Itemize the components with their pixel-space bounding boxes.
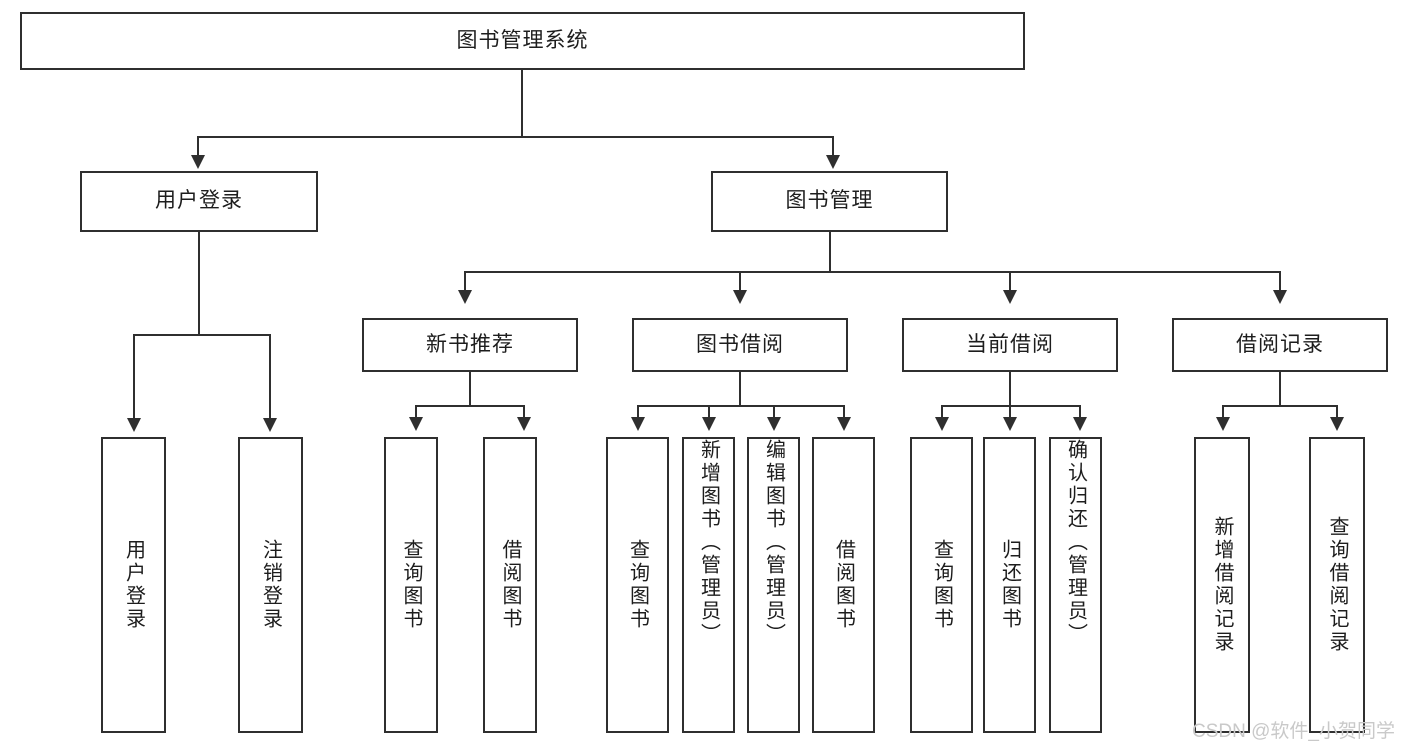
leaf-label: 归还图书 bbox=[998, 539, 1021, 631]
node-borrow-record[interactable]: 借阅记录 bbox=[1172, 318, 1388, 372]
arrow-to-cb-leaf-1 bbox=[935, 417, 949, 431]
node-new-book-recommend[interactable]: 新书推荐 bbox=[362, 318, 578, 372]
connector-nbr-drop-1 bbox=[415, 405, 417, 418]
connector-cb-drop-1 bbox=[941, 405, 943, 418]
connector-user-login-stem bbox=[198, 232, 200, 335]
connector-level3-bus bbox=[464, 271, 1281, 273]
arrow-to-borrow-record bbox=[1273, 290, 1287, 304]
connector-root-stem bbox=[521, 70, 523, 137]
connector-bb-bus bbox=[637, 405, 844, 407]
connector-bb-drop-2 bbox=[708, 405, 710, 418]
connector-br-bus bbox=[1222, 405, 1337, 407]
arrow-to-nbr-leaf-2 bbox=[517, 417, 531, 431]
leaf-bb-add-book-admin[interactable]: 新增图书（管理员） bbox=[682, 437, 735, 733]
arrow-to-leaf-user-login bbox=[127, 418, 141, 432]
leaf-label: 确认归还（管理员） bbox=[1064, 439, 1087, 646]
connector-cb-drop-2 bbox=[1009, 405, 1011, 418]
connector-cb-drop-3 bbox=[1079, 405, 1081, 418]
connector-br-drop-1 bbox=[1222, 405, 1224, 418]
leaf-label: 查询图书 bbox=[930, 539, 953, 631]
connector-cb-stem bbox=[1009, 372, 1011, 406]
arrow-to-nbr-leaf-1 bbox=[409, 417, 423, 431]
leaf-cb-query-book[interactable]: 查询图书 bbox=[910, 437, 973, 733]
connector-user-login-bus bbox=[133, 334, 270, 336]
leaf-cb-confirm-return-admin[interactable]: 确认归还（管理员） bbox=[1049, 437, 1102, 733]
arrow-to-current-borrow bbox=[1003, 290, 1017, 304]
node-book-borrow[interactable]: 图书借阅 bbox=[632, 318, 848, 372]
leaf-br-add-record[interactable]: 新增借阅记录 bbox=[1194, 437, 1250, 733]
connector-level3-drop-4 bbox=[1279, 271, 1281, 291]
connector-nbr-bus bbox=[415, 405, 524, 407]
arrow-to-br-leaf-1 bbox=[1216, 417, 1230, 431]
leaf-cb-return-book[interactable]: 归还图书 bbox=[983, 437, 1036, 733]
connector-nbr-stem bbox=[469, 372, 471, 406]
connector-book-manage-stem bbox=[829, 232, 831, 272]
connector-br-stem bbox=[1279, 372, 1281, 406]
connector-bb-stem bbox=[739, 372, 741, 406]
leaf-label: 新增借阅记录 bbox=[1211, 516, 1233, 654]
leaf-label: 用户登录 bbox=[122, 539, 145, 631]
node-label: 图书管理系统 bbox=[456, 28, 589, 52]
arrow-to-book-manage bbox=[826, 155, 840, 169]
node-root-system[interactable]: 图书管理系统 bbox=[20, 12, 1025, 70]
arrow-to-bb-leaf-3 bbox=[767, 417, 781, 431]
connector-level3-drop-2 bbox=[739, 271, 741, 291]
node-user-login[interactable]: 用户登录 bbox=[80, 171, 318, 232]
leaf-label: 注销登录 bbox=[259, 539, 282, 631]
arrow-to-bb-leaf-4 bbox=[837, 417, 851, 431]
leaf-bb-query-book[interactable]: 查询图书 bbox=[606, 437, 669, 733]
leaf-nbr-borrow-book[interactable]: 借阅图书 bbox=[483, 437, 537, 733]
connector-level3-drop-3 bbox=[1009, 271, 1011, 291]
connector-level2-right-drop bbox=[832, 136, 834, 156]
node-book-manage[interactable]: 图书管理 bbox=[711, 171, 948, 232]
connector-level2-left-drop bbox=[197, 136, 199, 156]
arrow-to-cb-leaf-3 bbox=[1073, 417, 1087, 431]
connector-level3-drop-1 bbox=[464, 271, 466, 291]
leaf-bb-edit-book-admin[interactable]: 编辑图书（管理员） bbox=[747, 437, 800, 733]
connector-br-drop-2 bbox=[1336, 405, 1338, 418]
leaf-label: 借阅图书 bbox=[499, 539, 521, 631]
connector-bb-drop-4 bbox=[843, 405, 845, 418]
leaf-label: 查询借阅记录 bbox=[1326, 516, 1348, 654]
connector-cb-bus bbox=[941, 405, 1081, 407]
connector-bb-drop-1 bbox=[637, 405, 639, 418]
node-label: 图书借阅 bbox=[696, 332, 784, 356]
node-label: 借阅记录 bbox=[1236, 332, 1324, 356]
arrow-to-leaf-logout bbox=[263, 418, 277, 432]
leaf-bb-borrow-book[interactable]: 借阅图书 bbox=[812, 437, 875, 733]
connector-user-login-drop-1 bbox=[133, 334, 135, 419]
arrow-to-user-login bbox=[191, 155, 205, 169]
leaf-label: 新增图书（管理员） bbox=[697, 439, 720, 646]
arrow-to-new-book-recommend bbox=[458, 290, 472, 304]
leaf-nbr-query-book[interactable]: 查询图书 bbox=[384, 437, 438, 733]
leaf-label: 查询图书 bbox=[400, 539, 422, 631]
connector-bb-drop-3 bbox=[773, 405, 775, 418]
arrow-to-book-borrow bbox=[733, 290, 747, 304]
leaf-user-login[interactable]: 用户登录 bbox=[101, 437, 166, 733]
node-label: 用户登录 bbox=[155, 189, 243, 213]
leaf-label: 编辑图书（管理员） bbox=[762, 439, 785, 646]
connector-user-login-drop-2 bbox=[269, 334, 271, 419]
arrow-to-bb-leaf-1 bbox=[631, 417, 645, 431]
node-label: 当前借阅 bbox=[966, 332, 1054, 356]
arrow-to-br-leaf-2 bbox=[1330, 417, 1344, 431]
leaf-label: 查询图书 bbox=[626, 539, 649, 631]
node-label: 图书管理 bbox=[785, 189, 874, 213]
leaf-logout[interactable]: 注销登录 bbox=[238, 437, 303, 733]
connector-level2-bus bbox=[197, 136, 834, 138]
arrow-to-cb-leaf-2 bbox=[1003, 417, 1017, 431]
node-current-borrow[interactable]: 当前借阅 bbox=[902, 318, 1118, 372]
connector-nbr-drop-2 bbox=[523, 405, 525, 418]
arrow-to-bb-leaf-2 bbox=[702, 417, 716, 431]
node-label: 新书推荐 bbox=[426, 332, 514, 356]
leaf-br-query-record[interactable]: 查询借阅记录 bbox=[1309, 437, 1365, 733]
leaf-label: 借阅图书 bbox=[832, 539, 855, 631]
